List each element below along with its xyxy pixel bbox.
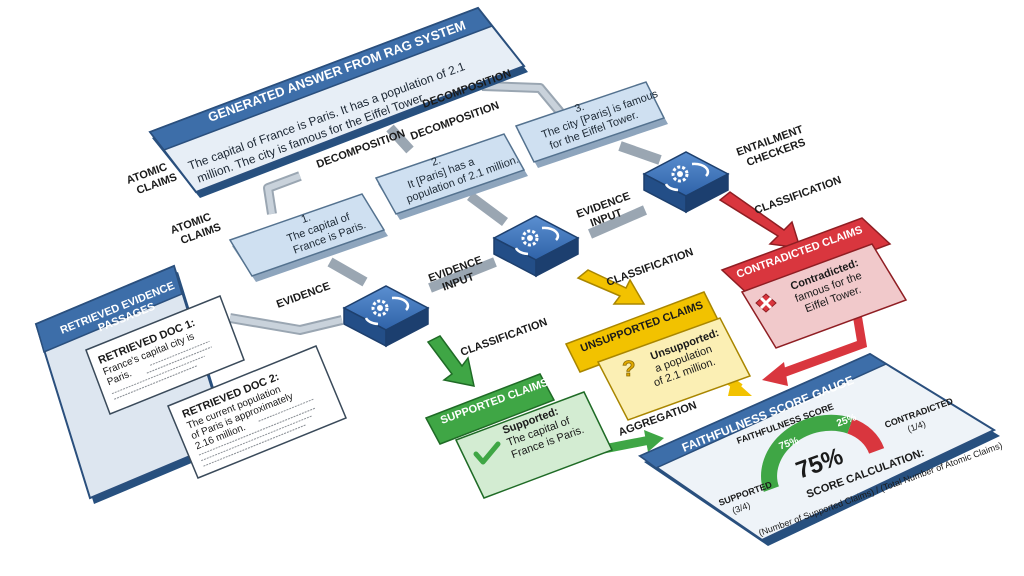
arrow-claim1-to-checker: [327, 257, 368, 287]
claim-box-1: 1. The capital of France is Paris.: [228, 193, 388, 282]
entailment-checker-3: [642, 151, 730, 214]
arrow-claim2-to-checker: [467, 191, 508, 227]
gauge-arc: 75% 25% 75%: [761, 412, 885, 492]
arrow-aggregation-contradicted-tip: [762, 362, 788, 386]
evidence-passages-panel: RETRIEVED EVIDENCE PASSAGES RETRIEVED DO…: [34, 264, 347, 504]
gear-icon: [671, 165, 689, 183]
svg-text:?: ?: [622, 356, 635, 381]
red-x-icon: [755, 293, 777, 313]
flow-arrows: [229, 81, 662, 335]
arrow-to-supported: [426, 335, 475, 387]
arrow-claim3-to-checker: [618, 141, 662, 165]
classification-label-3: CLASSIFICATION: [459, 316, 549, 359]
contradicted-claims-card: CONTRADICTED CLAIMS Contradicted: famous…: [720, 217, 908, 349]
evidence-label: EVIDENCE: [275, 280, 332, 311]
arrow-evidence-input-2: [428, 257, 497, 293]
arrow-evidence-input-3: [588, 205, 647, 239]
supported-claims-card: SUPPORTED CLAIMS Supported: The capital …: [424, 373, 614, 499]
classification-label-1: CLASSIFICATION: [753, 174, 843, 217]
classification-label-2: CLASSIFICATION: [605, 246, 695, 289]
arrow-aggregation-supported-tip: [644, 430, 664, 452]
question-mark-icon: ?: [622, 356, 636, 382]
refresh-arrows-icon: [664, 162, 710, 192]
retrieved-doc-1: RETRIEVED DOC 1: France's capital city i…: [85, 295, 245, 415]
unsupported-claims-card: UNSUPPORTED CLAIMS ? Unsupported: a popu…: [564, 291, 752, 421]
claim-2-number: 2.: [430, 154, 443, 168]
retrieved-doc-2: RETRIEVED DOC 2: The current population …: [167, 345, 347, 479]
arrow-to-unsupported: [576, 269, 646, 305]
entailment-checker-1: [342, 285, 430, 348]
gauge-arc-supported: [761, 414, 853, 492]
claim-box-2: 2. It [Paris] has a population of 2.1 mi…: [374, 133, 528, 220]
doc1-text-placeholder: [149, 340, 210, 366]
checkmark-icon: [473, 441, 501, 465]
refresh-arrows-icon: [514, 226, 560, 256]
gear-icon: [521, 229, 539, 247]
gear-icon: [371, 299, 389, 317]
claim-3-number: 3.: [573, 101, 586, 115]
entailment-checker-2: [492, 215, 580, 278]
claim-1-number: 1.: [300, 212, 313, 226]
arrow-to-contradicted: [718, 191, 802, 249]
arrow-answer-to-claim3-core: [481, 83, 563, 114]
arrow-answer-to-claim2: [386, 124, 414, 154]
refresh-arrows-icon: [364, 296, 410, 326]
gauge-arc-contradicted: [847, 418, 885, 455]
